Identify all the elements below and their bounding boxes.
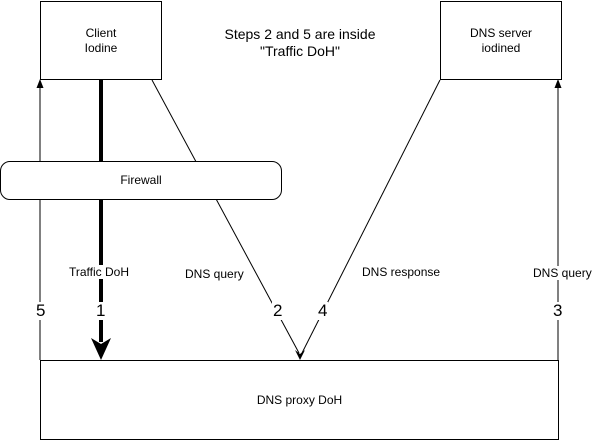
client-iodine-node: Client Iodine <box>40 1 162 80</box>
step-2-number: 2 <box>272 301 284 320</box>
firewall-node: Firewall <box>0 161 282 200</box>
dns-proxy-doh-node: DNS proxy DoH <box>40 360 559 440</box>
dns-query-left-label: DNS query <box>185 267 244 281</box>
arrowhead-step-5 <box>36 79 44 88</box>
dns-server-node: DNS server iodined <box>440 1 562 80</box>
arrowhead-step-3 <box>554 79 562 88</box>
arrowhead-step-1 <box>91 338 111 360</box>
traffic-doh-label: Traffic DoH <box>69 265 130 279</box>
step-4-number: 4 <box>317 301 329 320</box>
step-5-number: 5 <box>35 301 47 320</box>
diagram-title: Steps 2 and 5 are inside "Traffic DoH" <box>224 26 376 59</box>
dns-response-label: DNS response <box>362 265 441 279</box>
arrowhead-step-2-4 <box>295 350 305 360</box>
step-3-number: 3 <box>552 301 564 320</box>
step-1-number: 1 <box>95 301 107 320</box>
dns-query-right-label: DNS query <box>533 266 592 280</box>
